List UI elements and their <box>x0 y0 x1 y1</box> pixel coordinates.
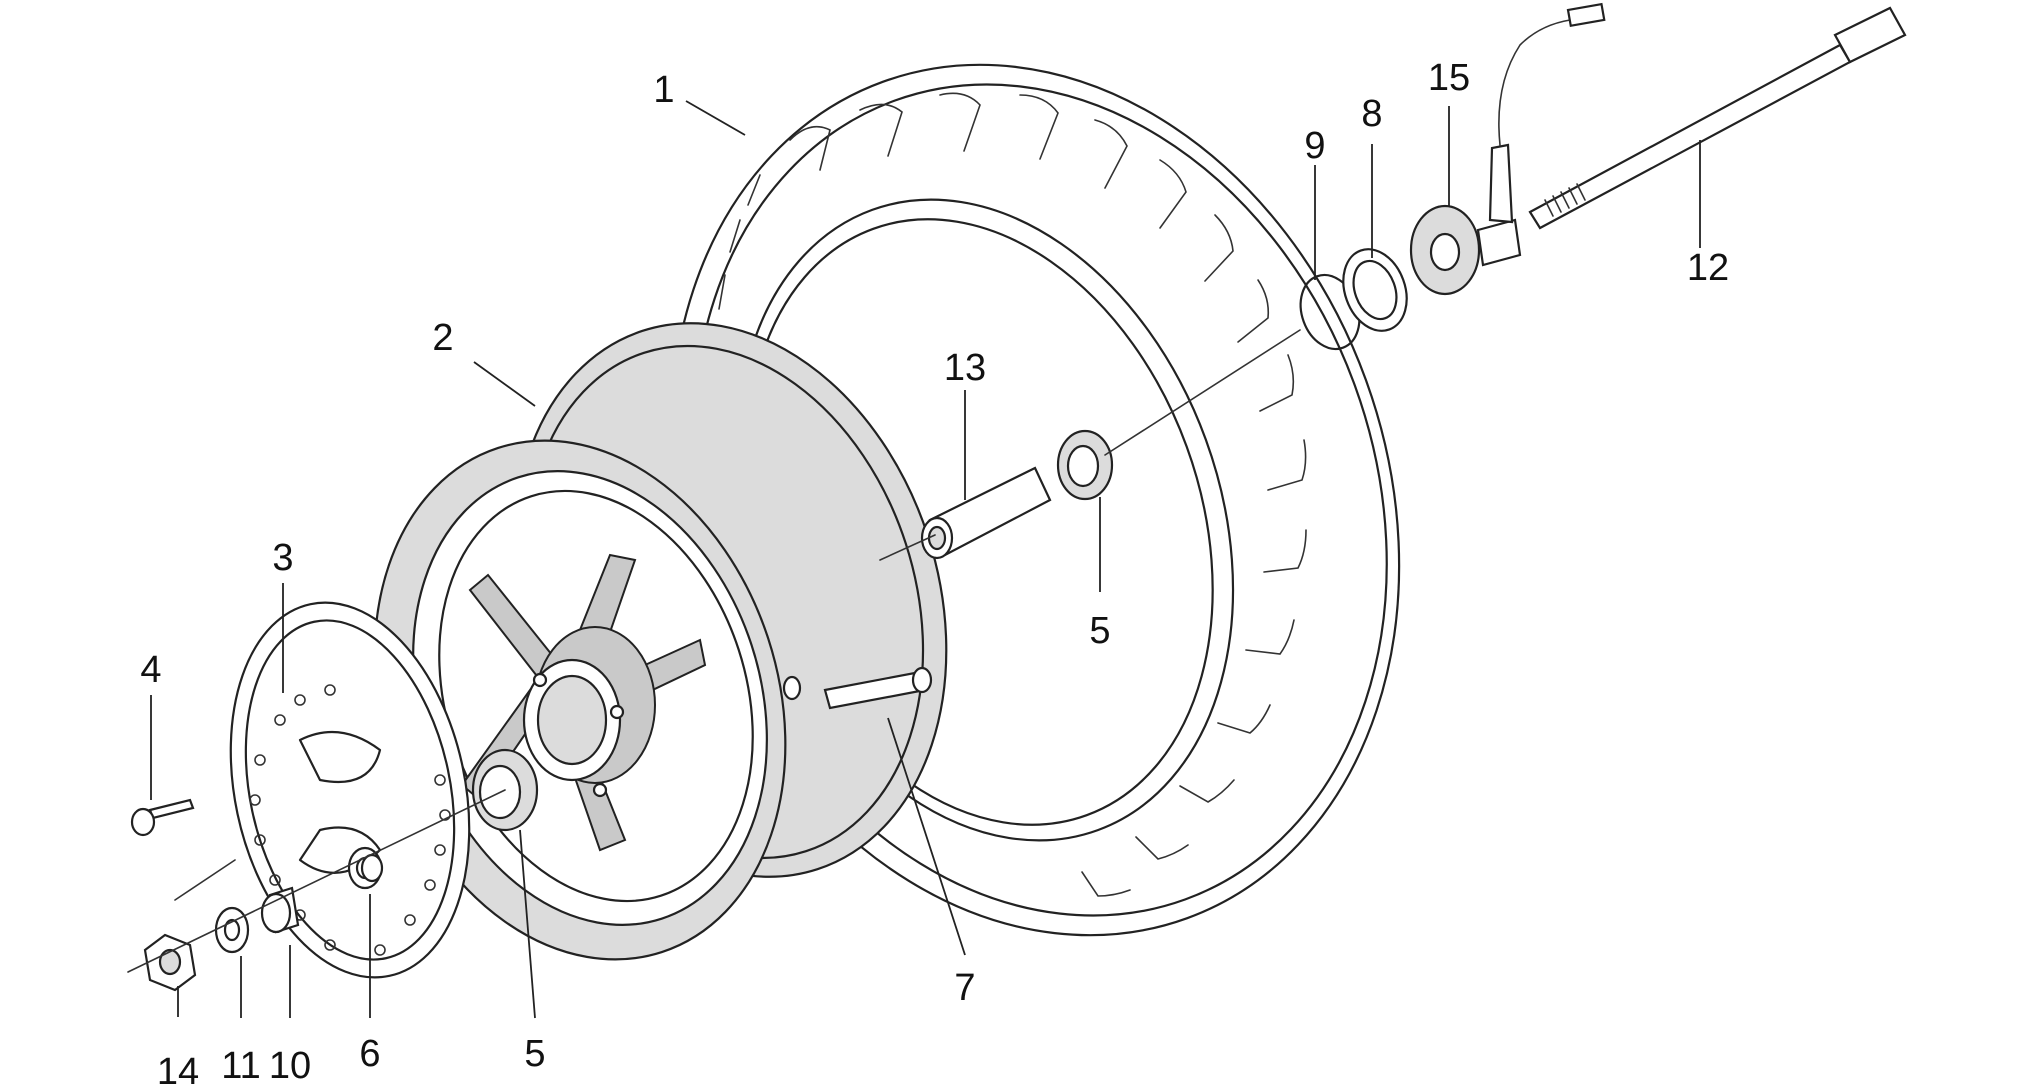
callout-13: 13 <box>944 347 986 389</box>
callout-11: 11 <box>221 1045 260 1086</box>
spacer-6 <box>360 853 384 883</box>
spacer-10 <box>260 886 300 934</box>
disc-screw <box>130 798 195 837</box>
bush <box>920 466 1052 560</box>
callout-10: 10 <box>269 1045 311 1086</box>
washer <box>214 906 250 954</box>
callout-1: 1 <box>653 69 674 111</box>
wheel-axle <box>1528 6 1907 230</box>
callout-8: 8 <box>1361 93 1382 135</box>
callout-12: 12 <box>1687 247 1729 289</box>
valve <box>823 666 933 710</box>
bearing-right <box>1056 429 1114 501</box>
callout-9: 9 <box>1304 125 1325 167</box>
callout-7: 7 <box>954 967 975 1009</box>
leader-lines <box>150 100 1701 1019</box>
callout-14: 14 <box>157 1051 199 1086</box>
seal-ring <box>1342 248 1408 332</box>
callout-3: 3 <box>272 537 293 579</box>
callout-5-left: 5 <box>524 1033 545 1075</box>
speedometer-drive <box>1409 2 1606 296</box>
axis-center-lines <box>127 329 1301 973</box>
nut <box>143 933 197 992</box>
callout-4: 4 <box>140 649 161 691</box>
callout-5-right: 5 <box>1089 610 1110 652</box>
callout-2: 2 <box>432 317 453 359</box>
callout-labels: 1 2 3 4 5 5 6 7 8 9 10 11 12 13 14 15 <box>140 57 1729 1086</box>
callout-15: 15 <box>1428 57 1470 99</box>
callout-6: 6 <box>359 1033 380 1075</box>
